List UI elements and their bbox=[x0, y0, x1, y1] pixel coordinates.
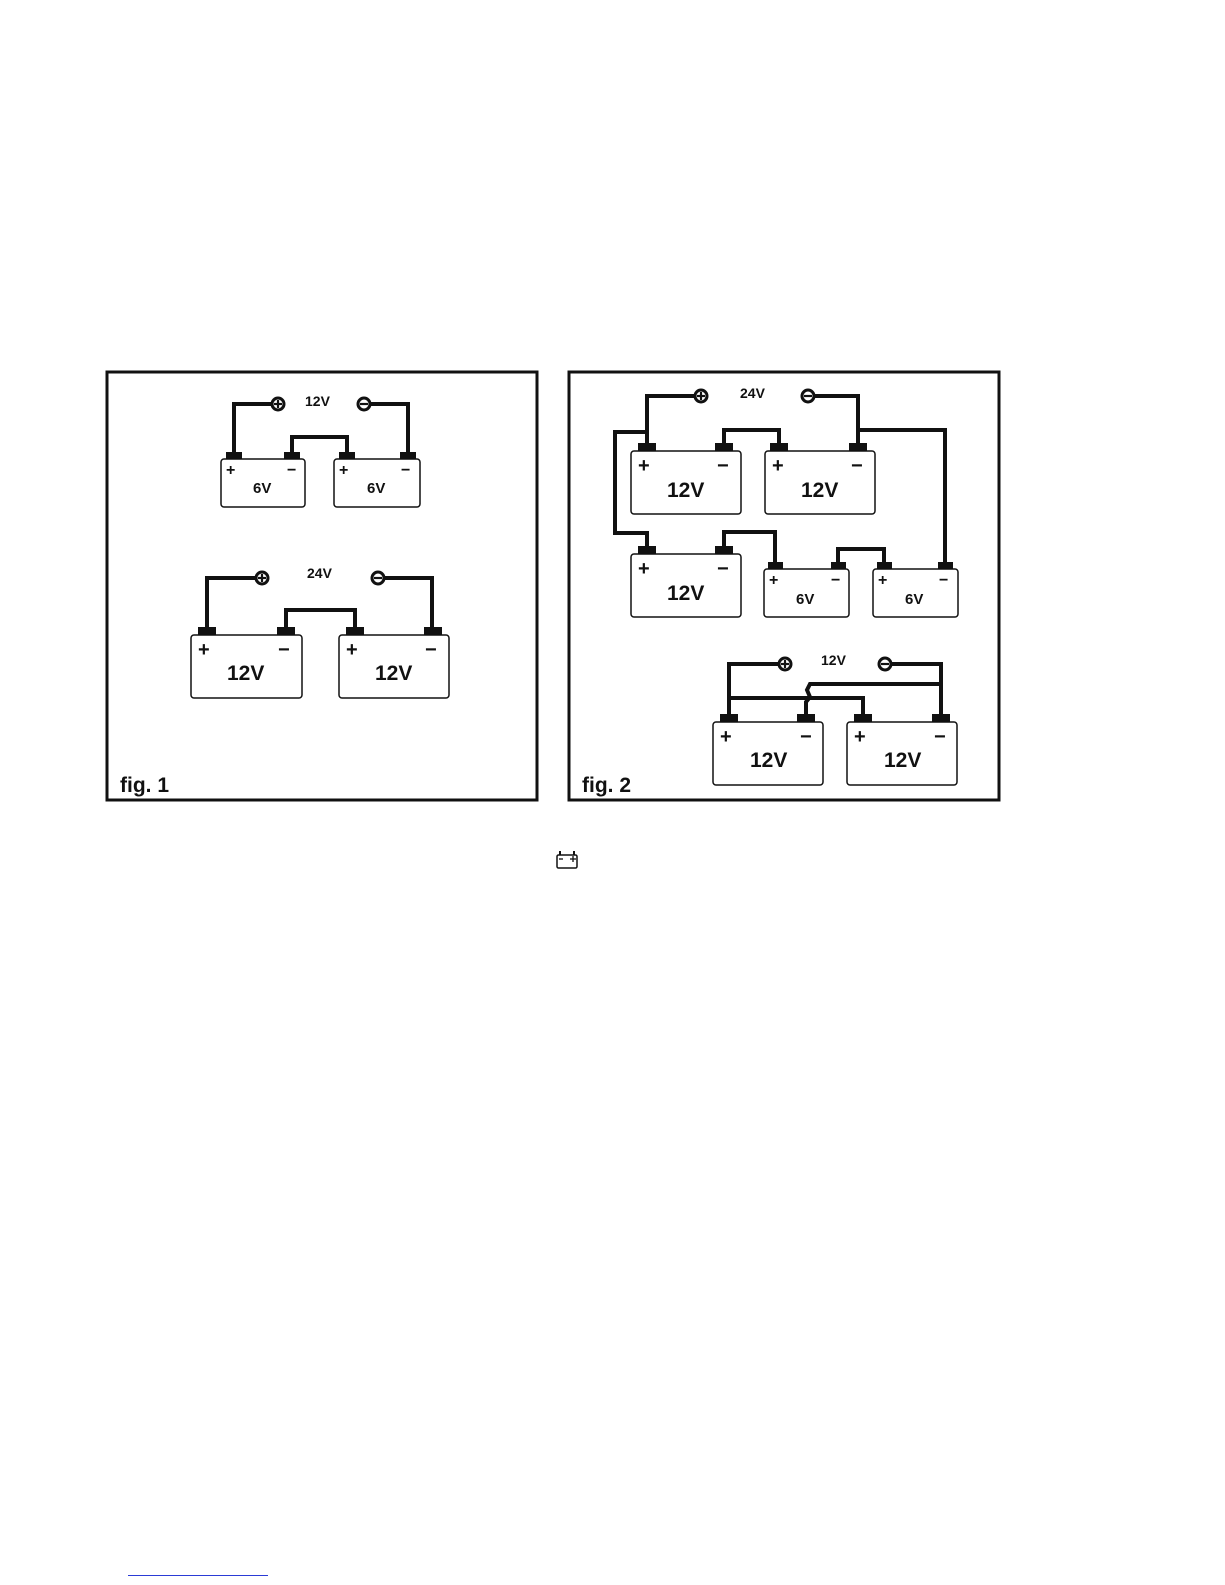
footnote-separator bbox=[128, 1575, 268, 1576]
battery-voltage-label: 12V bbox=[750, 749, 787, 772]
battery-plus-label: + bbox=[339, 462, 348, 479]
battery-plus-label: + bbox=[346, 639, 358, 661]
figure-2: 24V + − 12V + − 12V + − 12V + − 6V bbox=[569, 372, 999, 800]
battery-minus-label: − bbox=[939, 572, 948, 589]
battery-plus-label: + bbox=[226, 462, 235, 479]
figure-label: fig. 2 bbox=[582, 774, 631, 797]
battery-minus-label: − bbox=[278, 639, 290, 661]
battery-voltage-label: 6V bbox=[796, 591, 814, 608]
battery-plus-label: + bbox=[878, 572, 887, 589]
battery-minus-label: − bbox=[401, 462, 410, 479]
battery-plus-label: + bbox=[198, 639, 210, 661]
battery-icon bbox=[557, 851, 577, 868]
battery-minus-label: − bbox=[717, 455, 729, 477]
battery-voltage-label: 6V bbox=[367, 480, 385, 497]
battery-voltage-label: 12V bbox=[801, 479, 838, 502]
battery-voltage-label: 12V bbox=[667, 479, 704, 502]
battery-voltage-label: 12V bbox=[884, 749, 921, 772]
battery-voltage-label: 12V bbox=[667, 582, 704, 605]
battery-plus-label: + bbox=[854, 726, 866, 748]
battery-plus-label: + bbox=[720, 726, 732, 748]
battery-plus-label: + bbox=[638, 558, 650, 580]
battery-voltage-label: 12V bbox=[227, 662, 264, 685]
battery-plus-label: + bbox=[769, 572, 778, 589]
output-voltage-label: 24V bbox=[740, 385, 766, 401]
battery-minus-label: − bbox=[717, 558, 729, 580]
output-voltage-label: 24V bbox=[307, 565, 333, 581]
figure-1: 12V + − 6V + − 6V 24V bbox=[107, 372, 537, 800]
figure-label: fig. 1 bbox=[120, 774, 169, 797]
battery-plus-label: + bbox=[772, 455, 784, 477]
battery-minus-label: − bbox=[800, 726, 812, 748]
battery-voltage-label: 6V bbox=[253, 480, 271, 497]
output-voltage-label: 12V bbox=[305, 393, 331, 409]
battery-voltage-label: 12V bbox=[375, 662, 412, 685]
battery-minus-label: − bbox=[287, 462, 296, 479]
battery-minus-label: − bbox=[425, 639, 437, 661]
output-voltage-label: 12V bbox=[821, 652, 847, 668]
battery-minus-label: − bbox=[831, 572, 840, 589]
battery-minus-label: − bbox=[934, 726, 946, 748]
battery-plus-label: + bbox=[638, 455, 650, 477]
battery-minus-label: − bbox=[851, 455, 863, 477]
battery-voltage-label: 6V bbox=[905, 591, 923, 608]
